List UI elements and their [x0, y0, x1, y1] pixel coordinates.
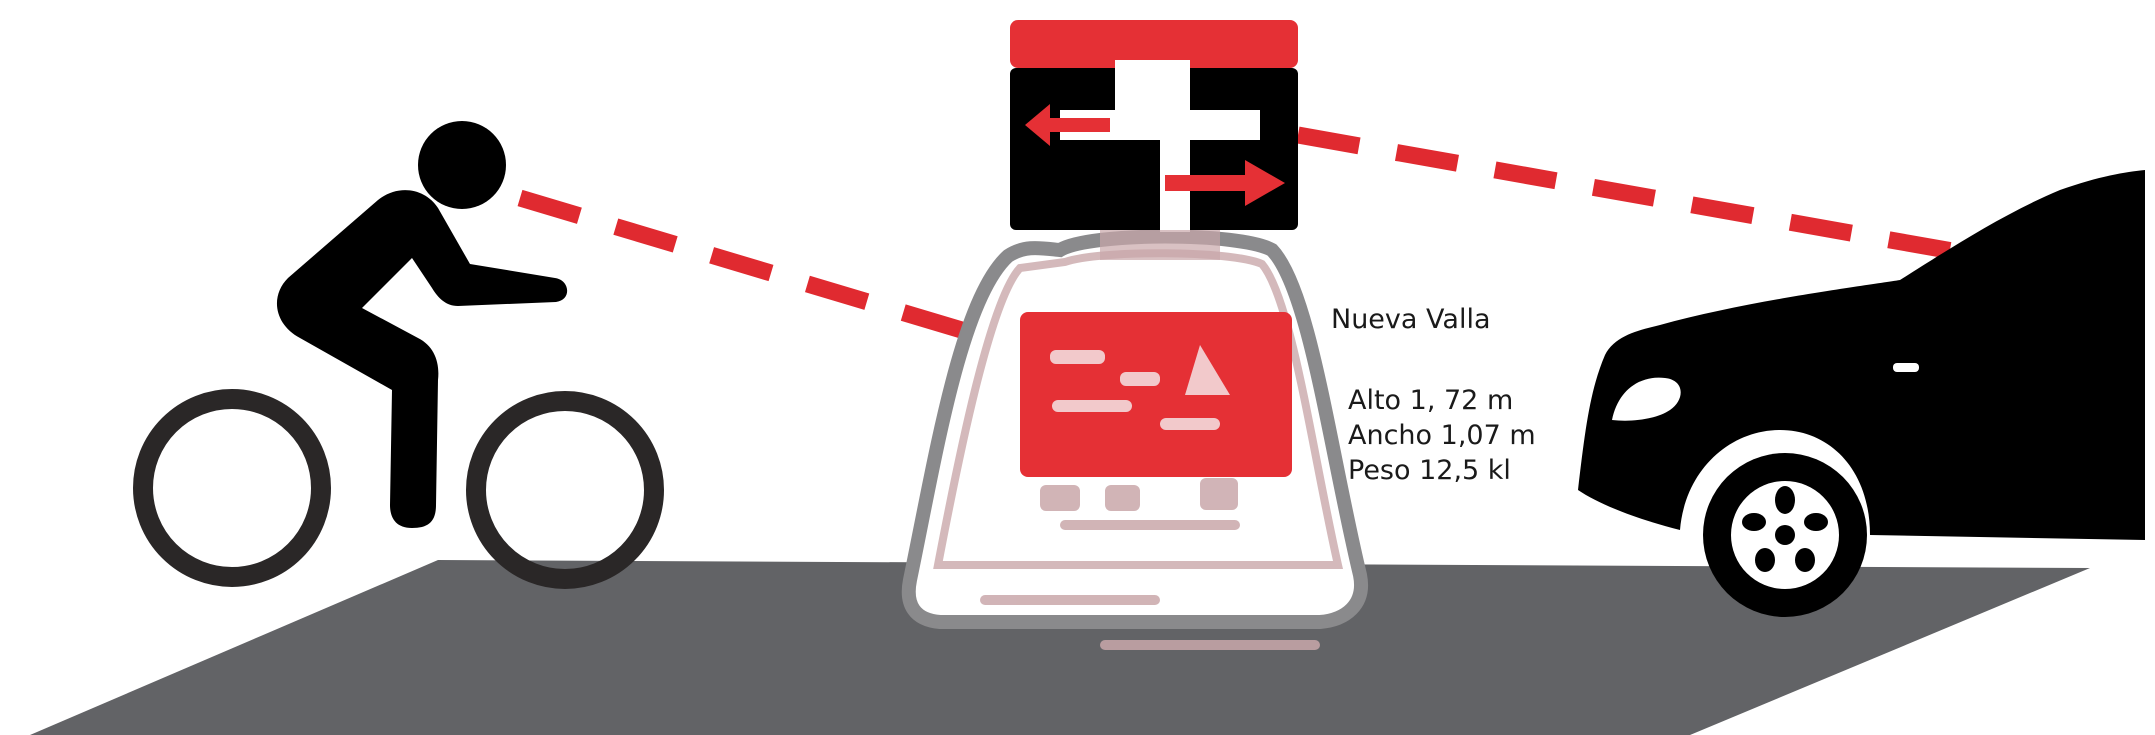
cyclist-body: [276, 190, 568, 528]
barrier-top-sign-arrow: [1165, 160, 1285, 206]
barrier-width-spec: Ancho 1,07 m: [1348, 420, 1536, 451]
cyclist-rear-wheel: [133, 389, 331, 587]
barrier-lower-marks: [980, 478, 1320, 650]
cyclist-front-wheel: [466, 391, 664, 589]
barrier-icon: [901, 20, 1368, 650]
barrier-red-panel: [1020, 312, 1292, 477]
barrier-top-sign-arrow-left: [1025, 104, 1110, 146]
cyclist-head: [418, 121, 506, 209]
car-headlight: [1612, 377, 1681, 421]
barrier-height-spec: Alto 1, 72 m: [1348, 385, 1514, 416]
barrier-title: Nueva Valla: [1331, 304, 1491, 335]
barrier-top-sign-red: [1010, 20, 1298, 68]
barrier-top-sign-cross: [1060, 60, 1260, 232]
sight-line-cyclist: [517, 189, 998, 349]
car-wheel-spokes: [1742, 486, 1828, 572]
cyclist-icon: [133, 121, 664, 589]
barrier-weight-spec: Peso 12,5 kl: [1348, 455, 1511, 486]
barrier-neck: [1100, 230, 1220, 260]
road: [30, 560, 2090, 735]
sight-line-car: [1296, 126, 1977, 264]
car-body: [1578, 170, 2145, 540]
barrier-red-panel-marks: [1050, 345, 1230, 430]
sight-lines: [517, 126, 1977, 349]
car-door-handle: [1893, 363, 1919, 372]
car-side-mirror: [2000, 254, 2031, 297]
car-icon: [1578, 170, 2145, 617]
